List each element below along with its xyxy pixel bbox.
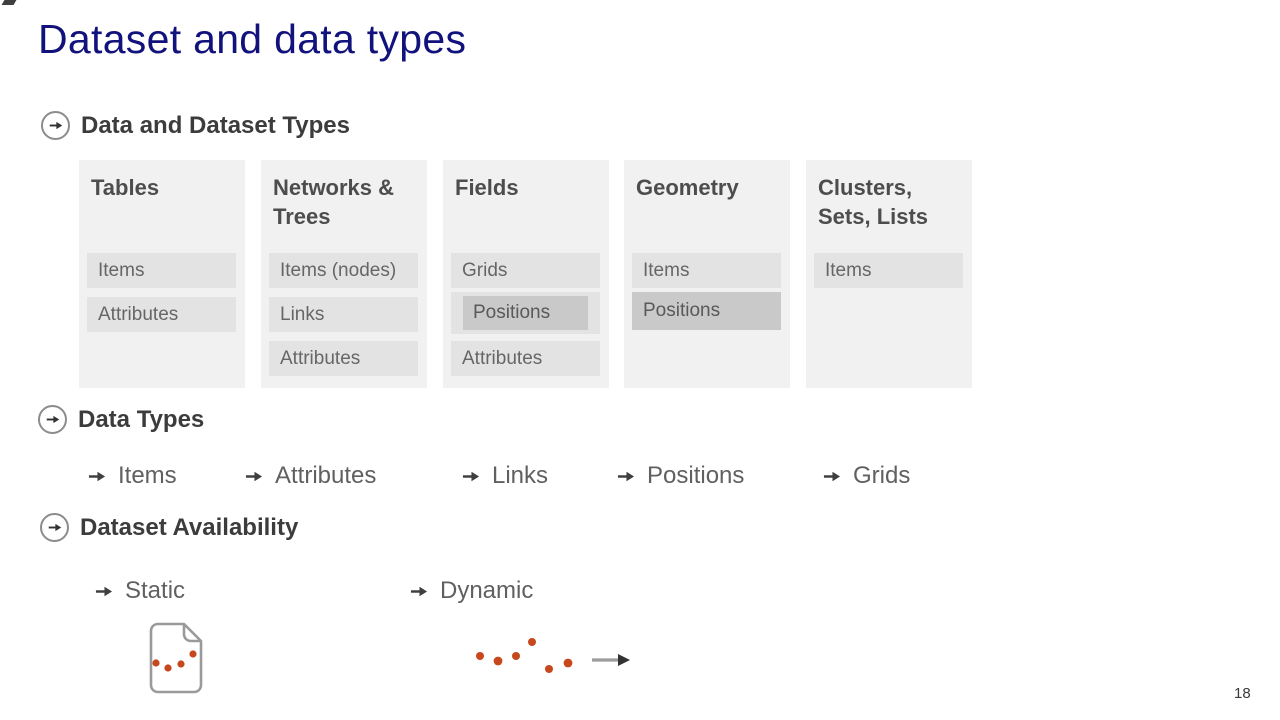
availability-label: Static xyxy=(125,577,186,604)
data-type-label: Items xyxy=(118,462,177,489)
circled-arrow-icon xyxy=(41,111,70,140)
availability-dynamic: Dynamic xyxy=(410,577,533,605)
bar-positions: Positions xyxy=(463,296,588,330)
right-arrow-icon xyxy=(49,121,62,130)
bar-items: Items xyxy=(814,253,963,288)
column-title: Clusters, Sets, Lists xyxy=(818,175,929,230)
page-title: Dataset and data types xyxy=(38,16,467,62)
screen-artifact xyxy=(1,0,17,5)
data-type-items: Items xyxy=(88,462,177,490)
data-type-attributes: Attributes xyxy=(245,462,376,490)
right-arrow-icon xyxy=(410,586,428,596)
column-tables: Tables Items Attributes xyxy=(79,160,245,388)
bar-items-nodes: Items (nodes) xyxy=(269,253,418,288)
data-type-label: Positions xyxy=(647,462,745,489)
availability-label: Dynamic xyxy=(440,577,534,604)
bar-attributes: Attributes xyxy=(87,297,236,332)
column-title: Tables xyxy=(91,175,160,200)
bar-links: Links xyxy=(269,297,418,332)
column-bars: Items xyxy=(814,253,963,297)
dynamic-scatter-icon xyxy=(476,638,630,673)
column-fields: Fields Grids Positions Attributes xyxy=(443,160,609,388)
static-file-icon xyxy=(149,622,203,694)
data-types-heading: Data Types xyxy=(38,405,204,434)
bar-items: Items xyxy=(632,253,781,288)
circled-arrow-icon xyxy=(40,513,69,542)
data-type-grids: Grids xyxy=(823,462,910,490)
bar-positions-nested-wrap: Positions xyxy=(451,292,600,334)
bar-positions: Positions xyxy=(632,292,781,330)
right-arrow-icon xyxy=(462,471,480,481)
availability-heading: Dataset Availability xyxy=(40,513,298,542)
right-arrow-icon xyxy=(48,523,61,532)
column-bars: Grids Positions Attributes xyxy=(451,253,600,385)
data-type-label: Links xyxy=(492,462,549,489)
bar-grids: Grids xyxy=(451,253,600,288)
right-arrow-icon xyxy=(823,471,841,481)
dataset-types-heading-label: Data and Dataset Types xyxy=(81,111,350,139)
right-arrow-icon xyxy=(88,471,106,481)
page-number: 18 xyxy=(1234,685,1251,702)
right-arrow-icon xyxy=(617,471,635,481)
data-type-positions: Positions xyxy=(617,462,744,490)
right-arrow-icon xyxy=(46,415,59,424)
column-title: Geometry xyxy=(636,175,739,200)
circled-arrow-icon xyxy=(38,405,67,434)
data-type-label: Grids xyxy=(853,462,911,489)
bar-items: Items xyxy=(87,253,236,288)
availability-static: Static xyxy=(95,577,185,605)
column-bars: Items Attributes xyxy=(87,253,236,341)
column-title: Networks & Trees xyxy=(273,175,395,230)
right-arrow-icon xyxy=(95,586,113,596)
right-arrow-icon xyxy=(245,471,263,481)
column-clusters-sets-lists: Clusters, Sets, Lists Items xyxy=(806,160,972,388)
availability-heading-label: Dataset Availability xyxy=(80,513,299,541)
data-types-heading-label: Data Types xyxy=(78,405,205,433)
dataset-types-heading: Data and Dataset Types xyxy=(41,111,350,140)
bar-attributes: Attributes xyxy=(451,341,600,376)
column-networks-trees: Networks & Trees Items (nodes) Links Att… xyxy=(261,160,427,388)
column-bars: Items (nodes) Links Attributes xyxy=(269,253,418,385)
data-type-label: Attributes xyxy=(275,462,377,489)
column-title: Fields xyxy=(455,175,519,200)
column-geometry: Geometry Items Positions xyxy=(624,160,790,388)
data-type-links: Links xyxy=(462,462,548,490)
bar-attributes: Attributes xyxy=(269,341,418,376)
column-bars: Items Positions xyxy=(632,253,781,339)
